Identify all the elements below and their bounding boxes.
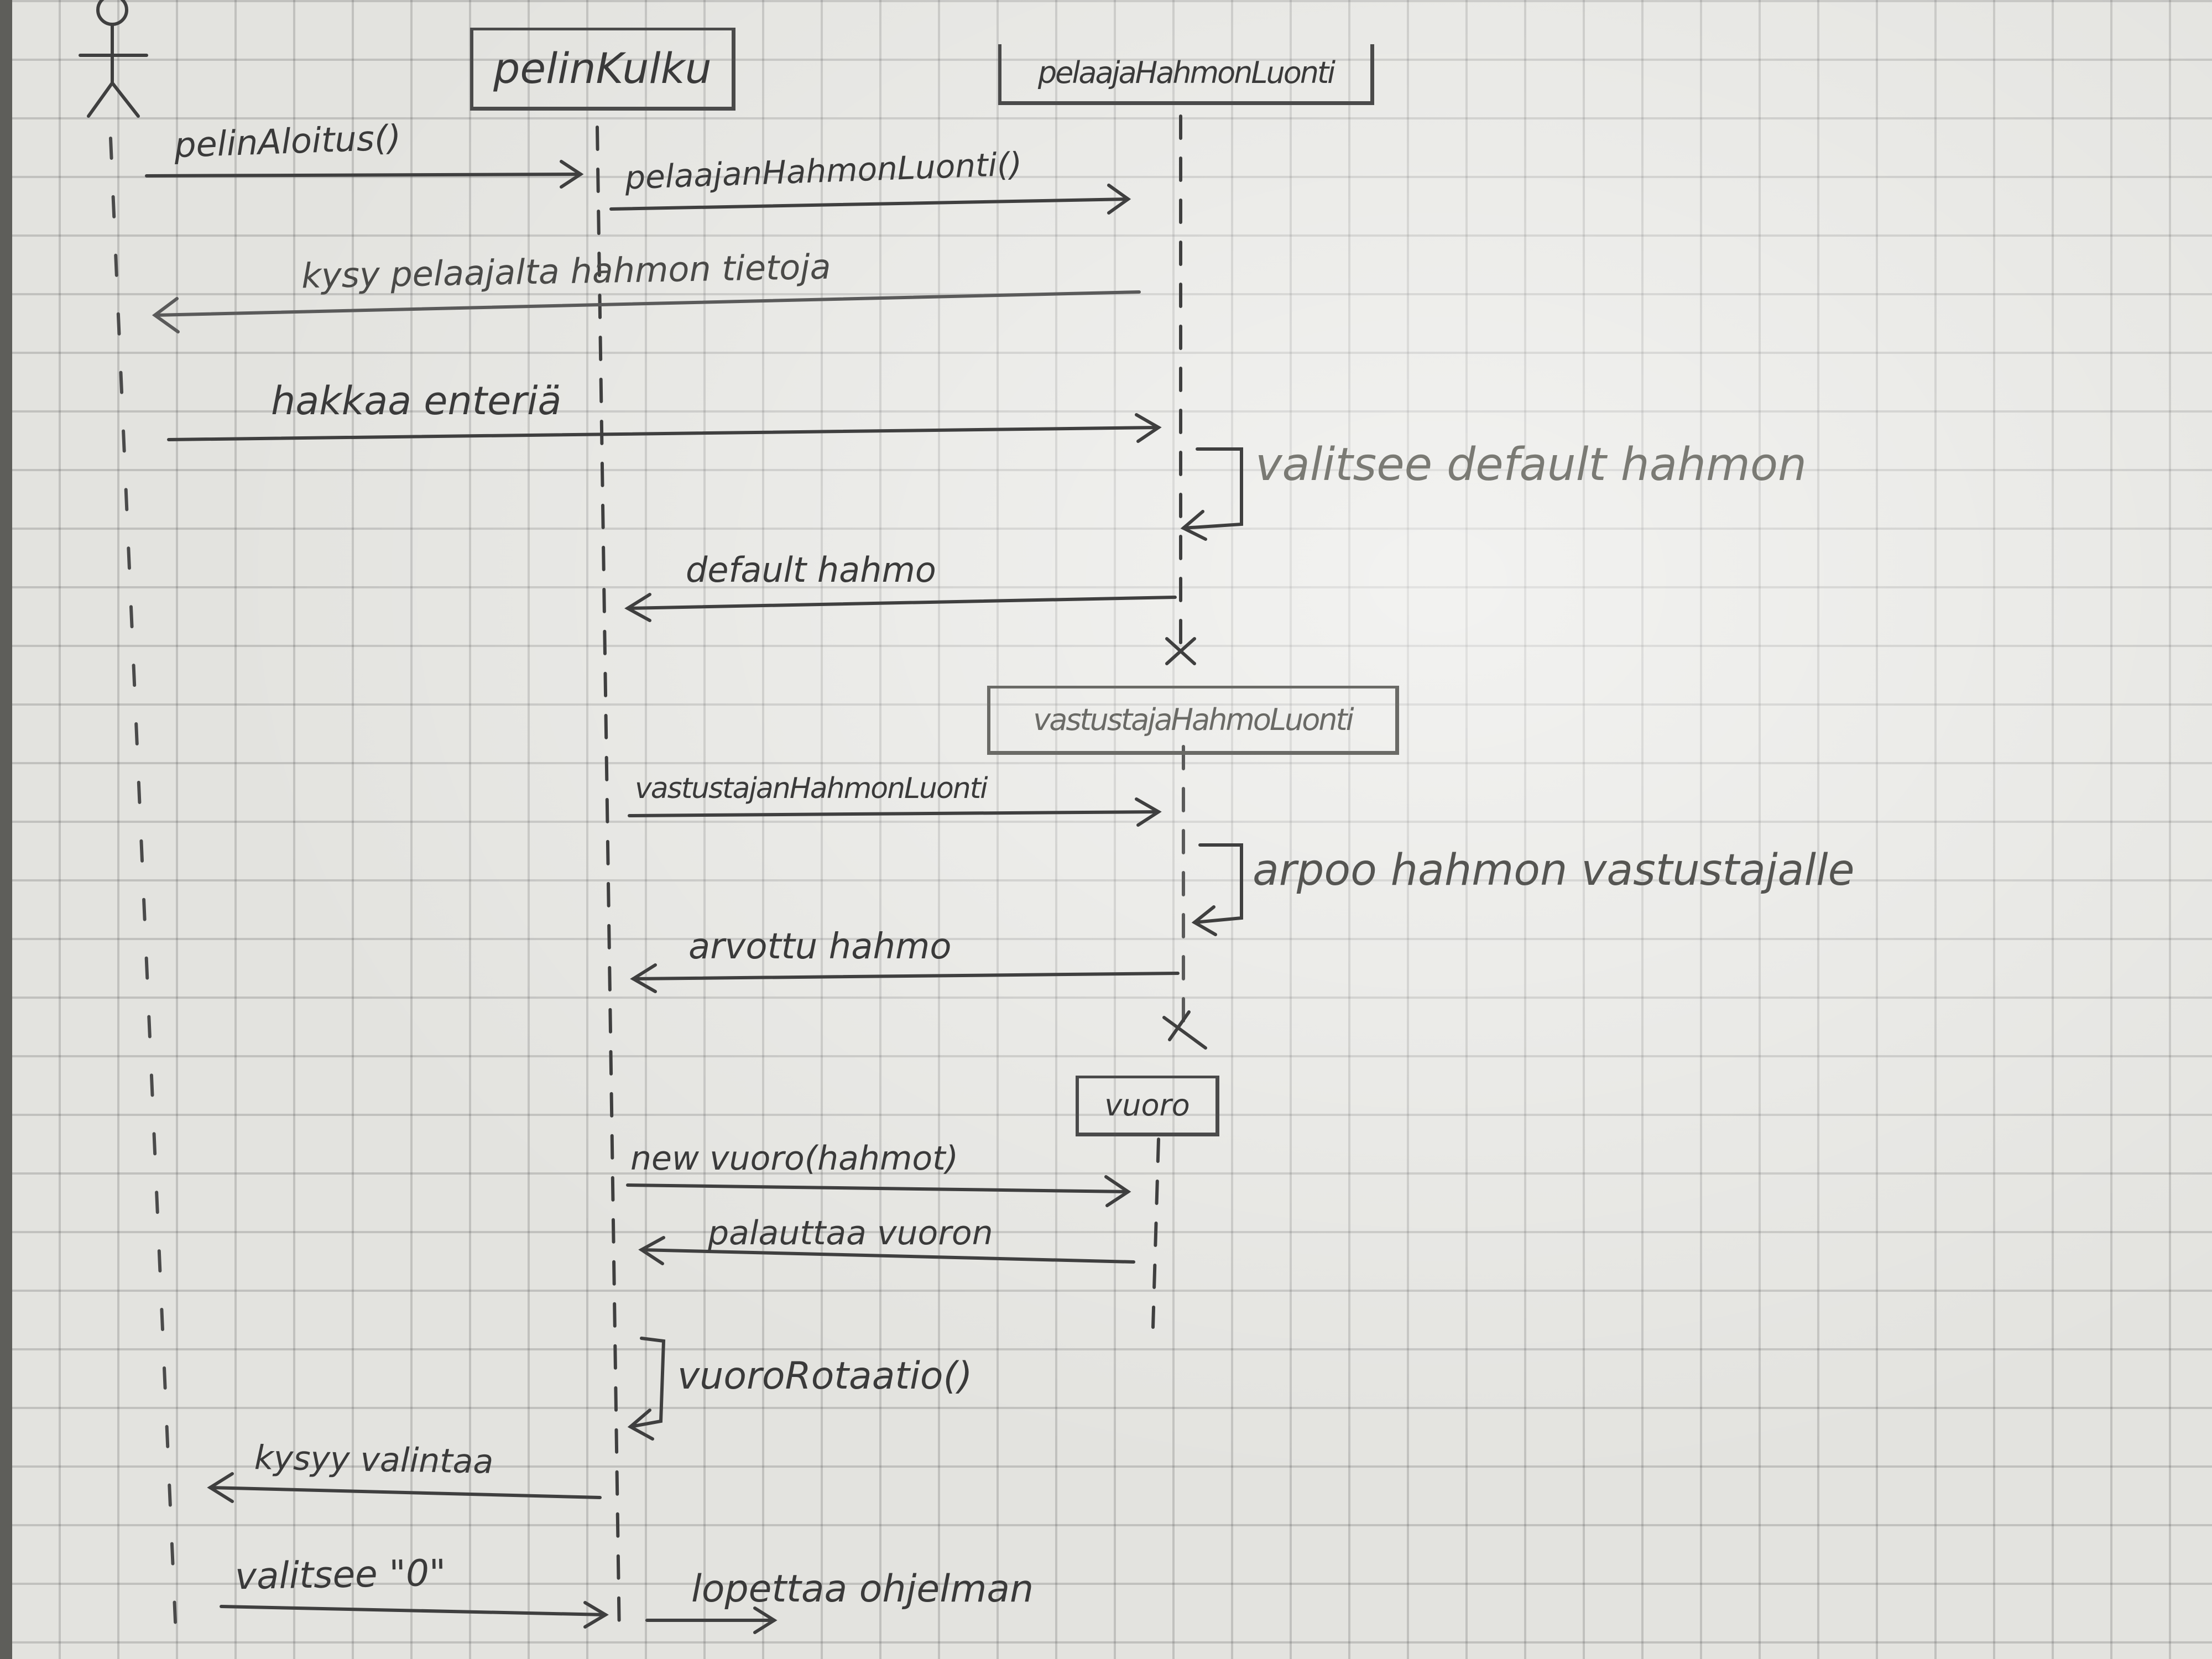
- msg-arpoo-hahmon: arpoo hahmon vastustajalle: [1253, 846, 1855, 895]
- msg-default-hahmo: default hahmo: [686, 550, 936, 590]
- participant-player-creation-label: pelaajaHahmonLuonti: [1037, 55, 1335, 90]
- msg-new-vuoro: new vuoro(hahmot): [630, 1139, 959, 1178]
- participant-game-flow-label: pelinKulku: [493, 44, 712, 93]
- arrow-pelaajanhahmonluonti: [609, 184, 1131, 215]
- participant-turn: vuoro: [1076, 1076, 1219, 1136]
- msg-palauttaa-vuoron: palauttaa vuoron: [708, 1214, 993, 1253]
- participant-opponent-creation-label: vastustajaHahmoLuonti: [1033, 702, 1354, 737]
- arrow-palauttaa-vuoron: [638, 1236, 1135, 1265]
- arrow-new-vuoro: [626, 1175, 1131, 1207]
- game-flow-lifeline: [596, 126, 621, 1639]
- arrow-valitsee-0: [220, 1601, 609, 1629]
- msg-vastustajanhahmonluonti: vastustajanHahmonLuonti: [635, 772, 988, 805]
- destroy-mark-opponent-creation: [1162, 1010, 1207, 1050]
- arrow-default-hahmo: [624, 593, 1177, 622]
- actor-figure: [79, 0, 148, 118]
- self-call-valitsee-default: [1180, 447, 1243, 541]
- participant-opponent-creation: vastustajaHahmoLuonti: [987, 686, 1399, 755]
- msg-lopettaa: lopettaa ohjelman: [691, 1567, 1034, 1611]
- msg-vuororotaatio: vuoroRotaatio(): [677, 1354, 973, 1398]
- self-call-arpoo-hahmon: [1191, 843, 1243, 936]
- table-edge: [0, 0, 12, 1659]
- actor-lifeline: [109, 137, 179, 1659]
- participant-turn-label: vuoro: [1104, 1088, 1190, 1123]
- msg-valitsee-default: valitsee default hahmon: [1255, 439, 1807, 491]
- participant-game-flow: pelinKulku: [470, 28, 735, 111]
- self-call-vuororotaatio: [627, 1337, 666, 1441]
- msg-pelinaloitus: pelinAloitus(): [173, 117, 402, 166]
- arrow-lopettaa: [645, 1606, 778, 1634]
- arrow-hakkaa-enteria: [167, 413, 1162, 443]
- participant-player-creation: pelaajaHahmonLuonti: [998, 44, 1374, 105]
- msg-arvottu-hahmo: arvottu hahmo: [688, 926, 952, 967]
- destroy-mark-player-creation: [1165, 637, 1196, 665]
- msg-kysy-tietoja: kysy pelaajalta hahmon tietoja: [301, 246, 832, 296]
- msg-hakkaa-enteria: hakkaa enteriä: [271, 378, 562, 424]
- msg-valitsee-0: valitsee "0": [234, 1551, 446, 1598]
- arrow-vastustajanhahmonluonti: [628, 797, 1162, 827]
- arrow-pelinaloitus: [145, 160, 584, 189]
- msg-kysyy-valintaa: kysyy valintaa: [254, 1438, 494, 1481]
- arrow-kysy-tietoja: [152, 290, 1141, 333]
- arrow-kysyy-valintaa: [207, 1472, 602, 1503]
- arrow-arvottu-hahmo: [630, 963, 1180, 993]
- turn-lifeline: [1151, 1138, 1160, 1329]
